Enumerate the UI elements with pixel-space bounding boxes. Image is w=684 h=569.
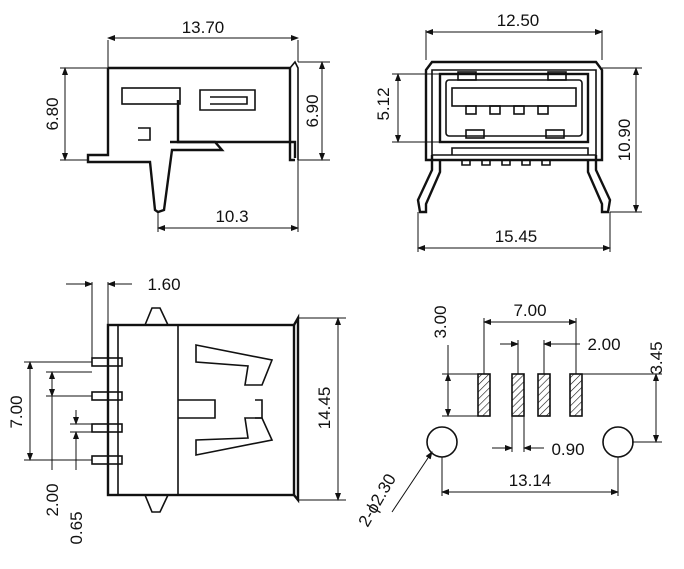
top-body-length-label: 14.45 (315, 387, 334, 430)
side-view: 13.70 6.80 6.90 10.3 (43, 18, 330, 232)
pad-4 (569, 373, 583, 417)
top-pin-pitch-label: 2.00 (43, 483, 62, 516)
top-flange-label: 1.60 (147, 275, 180, 294)
pcb-footprint: 3.00 7.00 2.00 3.45 0.90 13.14 2-ϕ2.30 (355, 301, 666, 530)
side-right-height-label: 6.90 (303, 94, 322, 127)
pad-span-label: 7.00 (513, 301, 546, 320)
mounting-hole-right (602, 426, 634, 458)
front-total-height-label: 10.90 (615, 119, 634, 162)
side-left-height-label: 6.80 (43, 97, 62, 130)
top-pitch-span-label: 7.00 (7, 395, 26, 428)
pad-1 (477, 373, 491, 417)
side-width-label: 13.70 (182, 18, 225, 37)
hole-diameter-label: 2-ϕ2.30 (355, 471, 400, 530)
front-pin-span-label: 15.45 (495, 227, 538, 246)
pad-2 (511, 373, 525, 417)
top-view: 1.60 7.00 2.00 0.65 14.45 (7, 275, 346, 545)
pad-3 (537, 373, 551, 417)
pad-width-label: 0.90 (551, 440, 584, 459)
pad-length-label: 3.00 (431, 305, 450, 338)
front-view: 12.50 5.12 10.90 15.45 (374, 11, 642, 252)
pad-pitch-label: 2.00 (587, 335, 620, 354)
front-width-label: 12.50 (497, 11, 540, 30)
side-bottom-length-label: 10.3 (215, 207, 248, 226)
top-pin-width-label: 0.65 (67, 511, 86, 544)
hole-span-label: 13.14 (509, 471, 552, 490)
front-opening-height-label: 5.12 (374, 87, 393, 120)
pad-offset-label: 3.45 (647, 341, 666, 374)
